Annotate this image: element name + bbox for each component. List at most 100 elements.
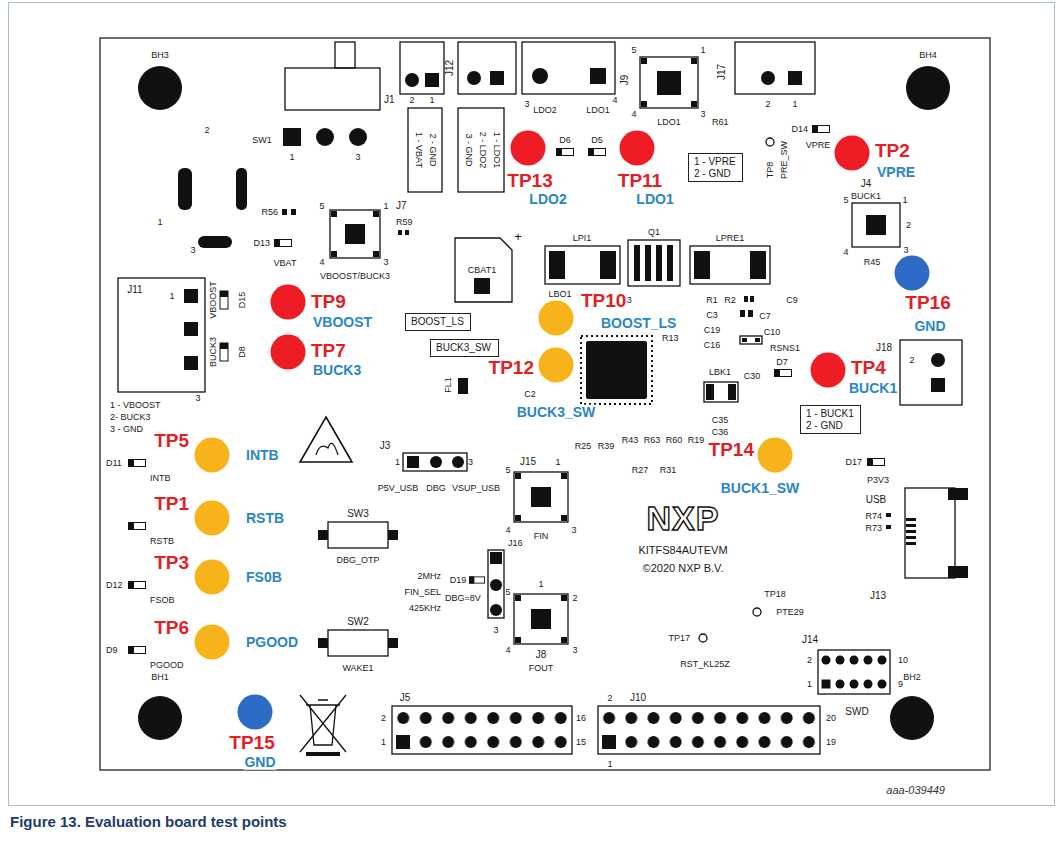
component-outline [581, 336, 652, 404]
silkscreen-label: 16 [576, 714, 586, 723]
test-point-circle [194, 437, 230, 473]
component-outline [766, 138, 774, 146]
test-point-circle [237, 694, 273, 730]
solder-pad [490, 552, 502, 564]
silkscreen-label: TP8 [766, 162, 775, 179]
test-point-circle [539, 301, 574, 336]
component-outline [328, 522, 388, 548]
silkscreen-label: BH2 [903, 673, 921, 682]
silkscreen-label: J17 [717, 64, 727, 80]
solder-pad [291, 209, 296, 215]
silkscreen-label: 1 [383, 202, 388, 211]
silkscreen-label: FL1 [444, 377, 453, 393]
silkscreen-label: 2 [409, 96, 414, 105]
pcb-outline [100, 38, 990, 770]
silkscreen-label: SW1 [252, 136, 272, 145]
solder-pad [694, 251, 710, 279]
solder-pad [515, 637, 521, 643]
component-outline [598, 706, 820, 754]
silkscreen-label: RSNS1 [770, 344, 800, 353]
silkscreen-label: D15 [238, 292, 247, 309]
diode-symbol [128, 459, 146, 467]
test-point-circle [194, 624, 230, 660]
test-point-circle [758, 438, 793, 473]
signal-name: BOOST_LS [600, 316, 677, 331]
silkscreen-label: C7 [759, 312, 771, 321]
silkscreen-label: PRE_SW [780, 141, 789, 179]
component-outline [735, 42, 815, 94]
solder-pad [345, 224, 365, 244]
silkscreen-label: 15 [576, 738, 586, 747]
silkscreen-label: D8 [238, 346, 247, 358]
test-point-circle [270, 334, 306, 370]
solder-pad [532, 68, 548, 84]
silkscreen-label: 4 [612, 96, 617, 105]
solder-pad [398, 230, 402, 235]
silkscreen-label: J12 [445, 60, 455, 76]
solder-pad [706, 384, 714, 400]
solder-pad [656, 245, 662, 281]
silkscreen-label: 4 [505, 526, 510, 535]
signal-name: BUCK1 [848, 381, 898, 396]
header-pins [396, 735, 410, 749]
test-point-circle [195, 560, 230, 595]
solder-pad [948, 488, 968, 500]
component-outline [628, 240, 680, 286]
silkscreen-label: J15 [520, 457, 536, 467]
silkscreen-label: R19 [688, 436, 705, 445]
silkscreen-label: J18 [876, 343, 892, 353]
test-point-number: TP13 [506, 171, 553, 191]
solder-pad [822, 656, 831, 665]
silkscreen-label: 4 [631, 110, 636, 119]
mounting-hole [138, 66, 182, 110]
test-point-circle [195, 501, 230, 536]
diode-symbol [128, 646, 146, 654]
test-point-number: TP6 [153, 618, 190, 638]
solder-pad [906, 524, 916, 527]
mounting-hole [906, 66, 950, 110]
silkscreen-label: VBOOST/BUCK3 [320, 272, 390, 281]
silkscreen-label: FSOB [150, 596, 175, 605]
box-text: 1 - BUCK1 [806, 408, 855, 420]
diode-symbol [812, 125, 830, 133]
solder-pad [850, 680, 859, 689]
solder-pad [178, 58, 968, 756]
component-outline [514, 472, 568, 522]
test-point-number: TP5 [153, 431, 190, 451]
silkscreen-label: 10 [898, 656, 908, 665]
test-point-circle [811, 353, 846, 388]
solder-pad [407, 456, 419, 468]
silkscreen-label: 19 [826, 738, 836, 747]
silkscreen-label: LBK1 [709, 368, 731, 377]
component-outline [699, 634, 707, 642]
diode-symbol [867, 458, 885, 466]
component-outline [330, 210, 380, 258]
solder-pad [740, 310, 745, 317]
test-point-number: TP11 [617, 171, 663, 191]
silkscreen-label: 4 [505, 646, 510, 655]
test-point-number: TP12 [488, 358, 535, 378]
silkscreen-label: 5 [319, 202, 324, 211]
test-point: TP1RSTB [194, 500, 230, 536]
solder-pad [425, 73, 439, 87]
silkscreen-label: 1 - LDO1 [492, 132, 501, 169]
solder-pad [590, 68, 606, 84]
solder-pad [318, 530, 328, 540]
component-outline [900, 340, 962, 405]
silkscreen-label: DBG_OTP [336, 556, 379, 565]
silkscreen-label: R1 [706, 296, 718, 305]
silkscreen-label: R60 [666, 436, 683, 445]
signal-name: VPRE [876, 165, 916, 180]
test-point-number: TP16 [904, 293, 951, 313]
component-outline [852, 203, 900, 247]
silkscreen-label: PTE29 [776, 608, 804, 617]
solder-pad [641, 58, 647, 64]
solder-pad [474, 278, 490, 294]
signal-name: BUCK3_SW [516, 405, 597, 420]
test-point-circle [539, 348, 574, 383]
silkscreen-label: R27 [632, 466, 649, 475]
silkscreen-label: R31 [660, 466, 677, 475]
component-outline [740, 336, 762, 344]
box-text: BOOST_LS [411, 316, 465, 328]
solder-pad [864, 656, 873, 665]
